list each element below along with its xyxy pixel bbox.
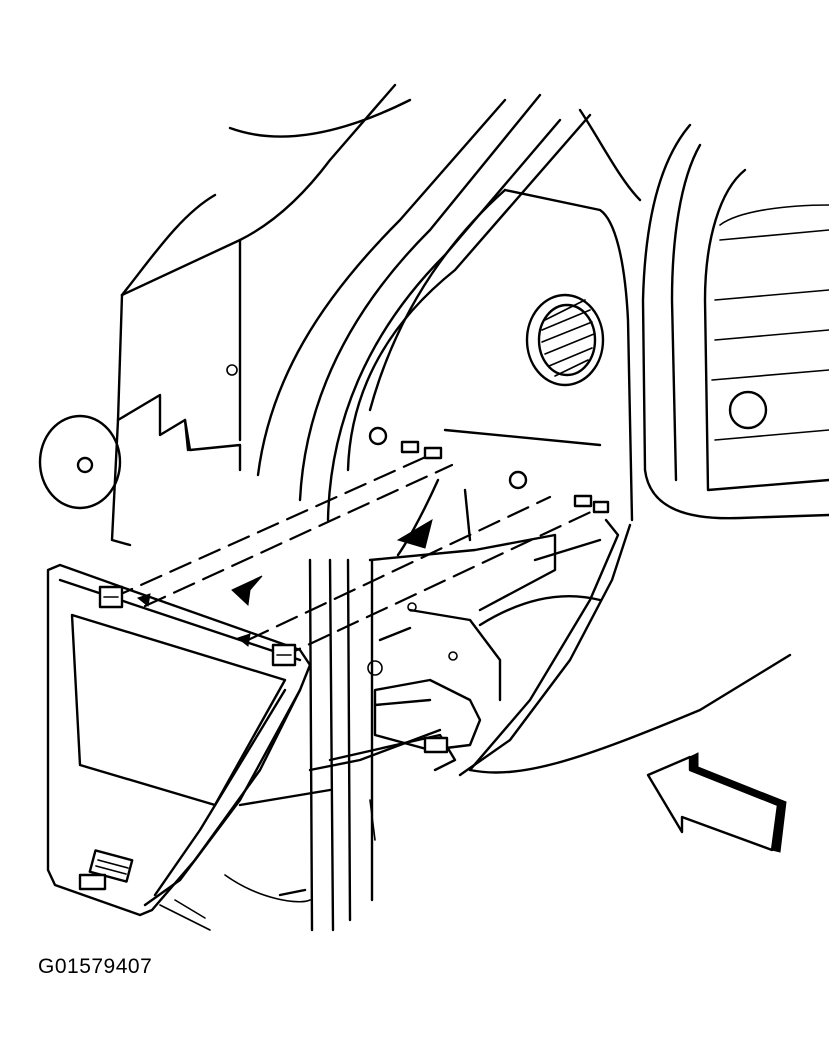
vent-grille (525, 293, 605, 387)
clip-slot-1 (400, 440, 420, 454)
grommet-2 (508, 470, 528, 490)
tail-lamp (641, 123, 829, 520)
fastener-guides (110, 453, 597, 660)
rear-rails (238, 518, 792, 897)
figure-code: G01579407 (38, 955, 153, 978)
trim-panel (46, 563, 312, 917)
grommet-1 (368, 426, 388, 446)
clip-slot-3 (573, 494, 593, 508)
body-upper (116, 83, 412, 442)
fasteners (98, 426, 610, 667)
floor-structure (367, 478, 602, 752)
arrow-icon (646, 752, 787, 853)
left-details (38, 393, 242, 547)
clip-slot-4 (592, 500, 610, 514)
b-pillar (256, 93, 592, 932)
quarter-panel (368, 108, 642, 522)
clip-slot-2 (423, 446, 443, 460)
floor-strokes (159, 799, 376, 931)
